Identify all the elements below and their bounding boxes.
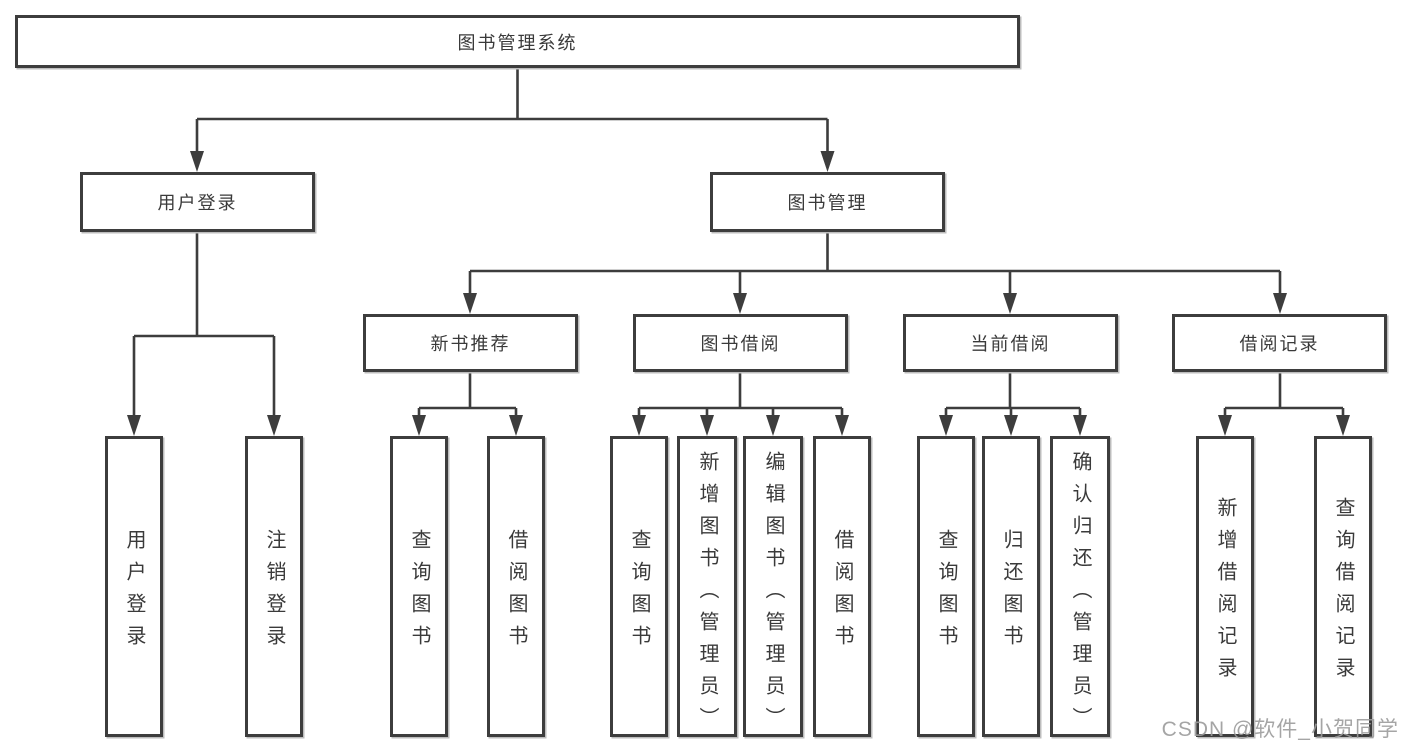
leaf-current-confirm-return-admin: 确认归还（管理员） — [1050, 436, 1110, 739]
leaf-recommend-borrow-book: 借阅图书 — [487, 436, 545, 737]
leaf-record-query-record: 查询借阅记录 — [1314, 436, 1372, 737]
csdn-watermark: CSDN @软件_小贺同学 — [1161, 718, 1399, 741]
leaf-record-add-record: 新增借阅记录 — [1196, 436, 1254, 737]
leaf-user-login: 用户登录 — [105, 436, 163, 737]
leaf-recommend-query-book: 查询图书 — [390, 436, 448, 737]
node-borrow-record: 借阅记录 — [1172, 314, 1387, 372]
arrowheads — [127, 151, 1350, 436]
leaf-current-return-book: 归还图书 — [982, 436, 1040, 737]
leaf-current-query-book: 查询图书 — [917, 436, 975, 737]
leaf-logout: 注销登录 — [245, 436, 303, 737]
node-user-login: 用户登录 — [80, 172, 315, 232]
leaf-borrow-borrow-book: 借阅图书 — [813, 436, 871, 737]
node-book-management: 图书管理 — [710, 172, 945, 232]
leaf-borrow-edit-book-admin: 编辑图书（管理员） — [743, 436, 803, 739]
leaf-borrow-query-book: 查询图书 — [610, 436, 668, 737]
node-new-book-recommend: 新书推荐 — [363, 314, 578, 372]
leaf-borrow-add-book-admin: 新增图书（管理员） — [677, 436, 737, 739]
node-current-borrow: 当前借阅 — [903, 314, 1118, 372]
node-book-borrow: 图书借阅 — [633, 314, 848, 372]
node-root-system: 图书管理系统 — [15, 15, 1020, 68]
